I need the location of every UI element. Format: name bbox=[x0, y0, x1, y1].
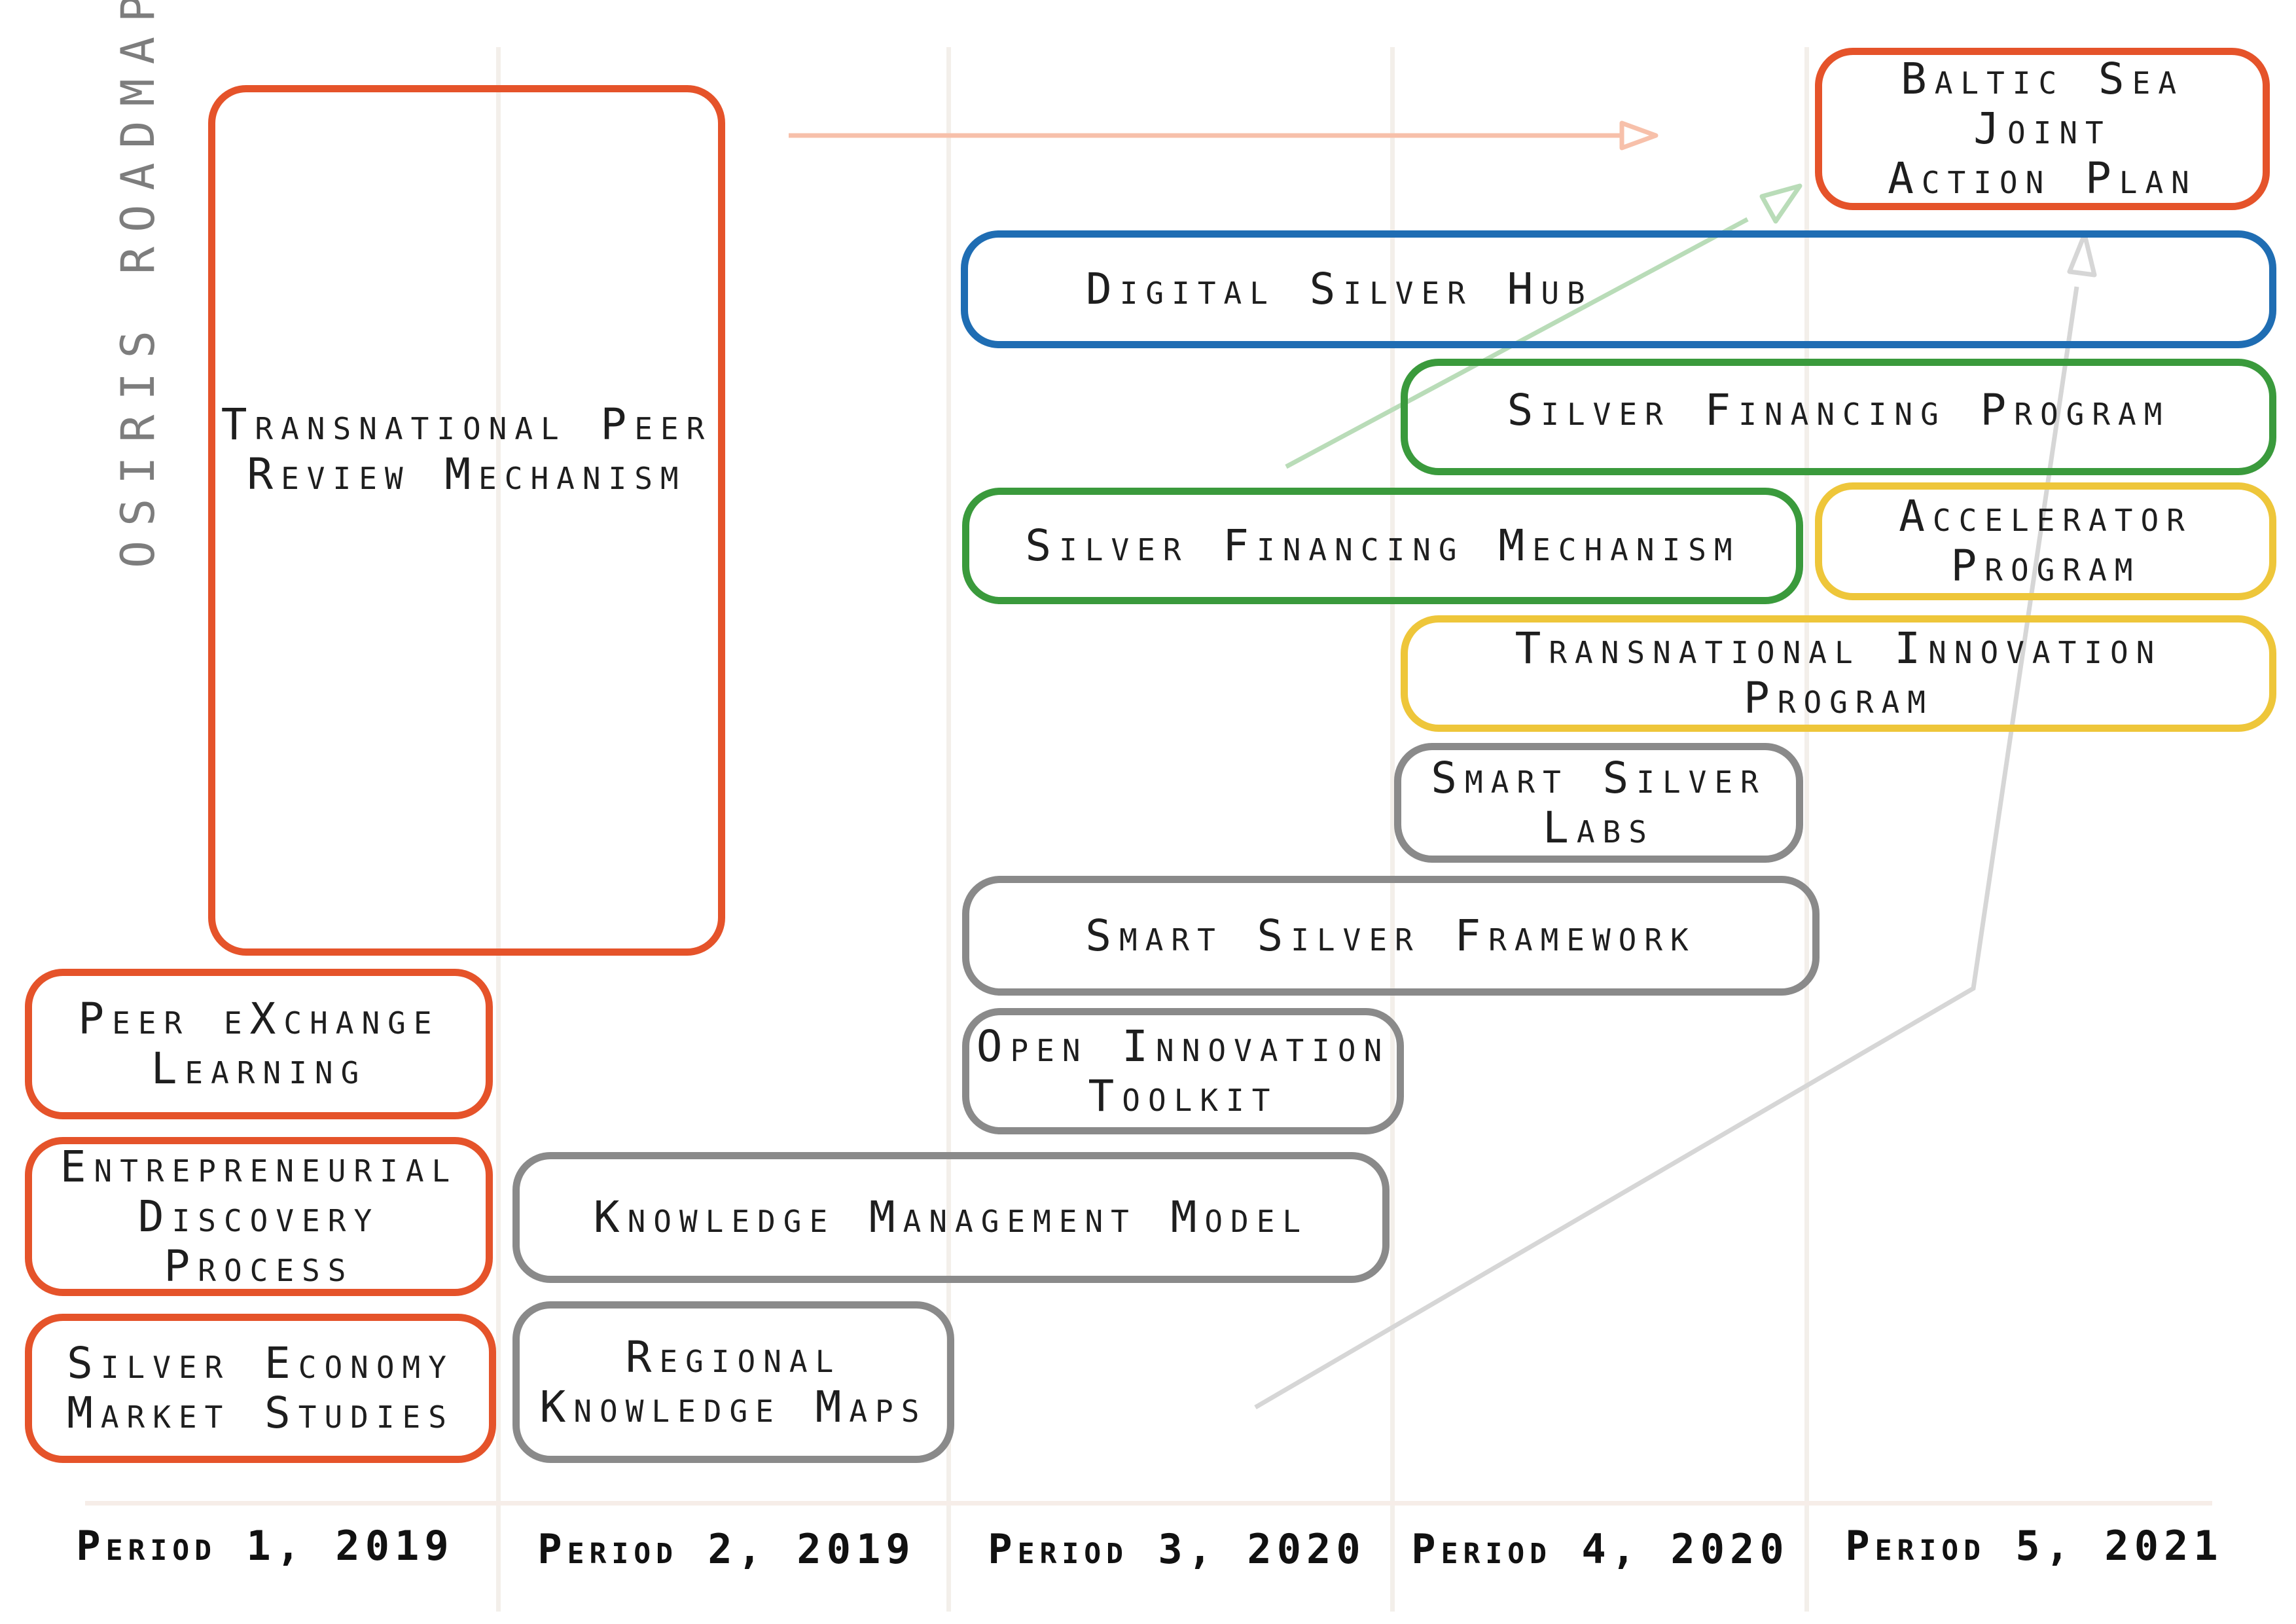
box-silver-financing-mechanism: Silver Financing Mechanism bbox=[962, 488, 1803, 604]
box-label: Silver Economy Market Studies bbox=[67, 1338, 454, 1438]
period-divider bbox=[496, 47, 501, 1612]
box-label: Open Innovation Toolkit bbox=[976, 1020, 1390, 1121]
box-open-innovation-toolkit: Open Innovation Toolkit bbox=[962, 1008, 1404, 1134]
box-label: Transnational Innovation Program bbox=[1515, 623, 2162, 723]
box-accelerator-program: Accelerator Program bbox=[1815, 482, 2276, 600]
box-label: Silver Financing Mechanism bbox=[1025, 520, 1740, 571]
box-label: Silver Financing Program bbox=[1507, 385, 2170, 435]
orange-arrowhead bbox=[1619, 120, 1659, 151]
box-entrepreneurial-discovery-process: Entrepreneurial Discovery Process bbox=[25, 1137, 493, 1296]
box-transnational-peer-review-mechanism: Transnational Peer Review Mechanism bbox=[208, 85, 725, 956]
box-label: Smart Silver Labs bbox=[1431, 752, 1767, 853]
orange-arrow bbox=[789, 120, 1659, 151]
box-smart-silver-labs: Smart Silver Labs bbox=[1394, 743, 1803, 863]
period-divider bbox=[946, 47, 951, 1612]
box-label: Digital Silver Hub bbox=[1086, 264, 1593, 314]
box-label: Knowledge Management Model bbox=[593, 1192, 1309, 1242]
period-label-4: Period 4, 2020 bbox=[1411, 1525, 1789, 1573]
period-label-1: Period 1, 2019 bbox=[76, 1522, 454, 1570]
period-label-2: Period 2, 2019 bbox=[537, 1525, 916, 1573]
period-label-5: Period 5, 2021 bbox=[1845, 1522, 2223, 1570]
box-smart-silver-framework: Smart Silver Framework bbox=[962, 876, 1820, 996]
box-label: Accelerator Program bbox=[1899, 491, 2193, 591]
green-arrowhead bbox=[1759, 183, 1803, 224]
roadmap-title: OSIRIS ROADMAP bbox=[111, 0, 165, 568]
box-silver-economy-market-studies: Silver Economy Market Studies bbox=[25, 1314, 496, 1463]
box-label: Peer eXchange Learning bbox=[78, 994, 440, 1094]
box-baltic-sea-joint-action-plan: Baltic Sea Joint Action Plan bbox=[1815, 48, 2270, 210]
box-label: Entrepreneurial Discovery Process bbox=[60, 1141, 458, 1291]
box-transnational-innovation-program: Transnational Innovation Program bbox=[1401, 615, 2276, 732]
box-label: Regional Knowledge Maps bbox=[539, 1331, 927, 1432]
box-peer-exchange-learning: Peer eXchange Learning bbox=[25, 969, 493, 1119]
box-silver-financing-program: Silver Financing Program bbox=[1401, 359, 2276, 475]
box-digital-silver-hub: Digital Silver Hub bbox=[961, 230, 2276, 348]
box-label: Baltic Sea Joint Action Plan bbox=[1888, 54, 2197, 204]
box-knowledge-management-model: Knowledge Management Model bbox=[512, 1152, 1390, 1283]
box-label: Smart Silver Framework bbox=[1085, 910, 1696, 961]
timeline-baseline bbox=[85, 1501, 2212, 1506]
box-regional-knowledge-maps: Regional Knowledge Maps bbox=[512, 1301, 954, 1463]
period-label-3: Period 3, 2020 bbox=[988, 1525, 1366, 1573]
box-label: Transnational Peer Review Mechanism bbox=[221, 399, 713, 499]
